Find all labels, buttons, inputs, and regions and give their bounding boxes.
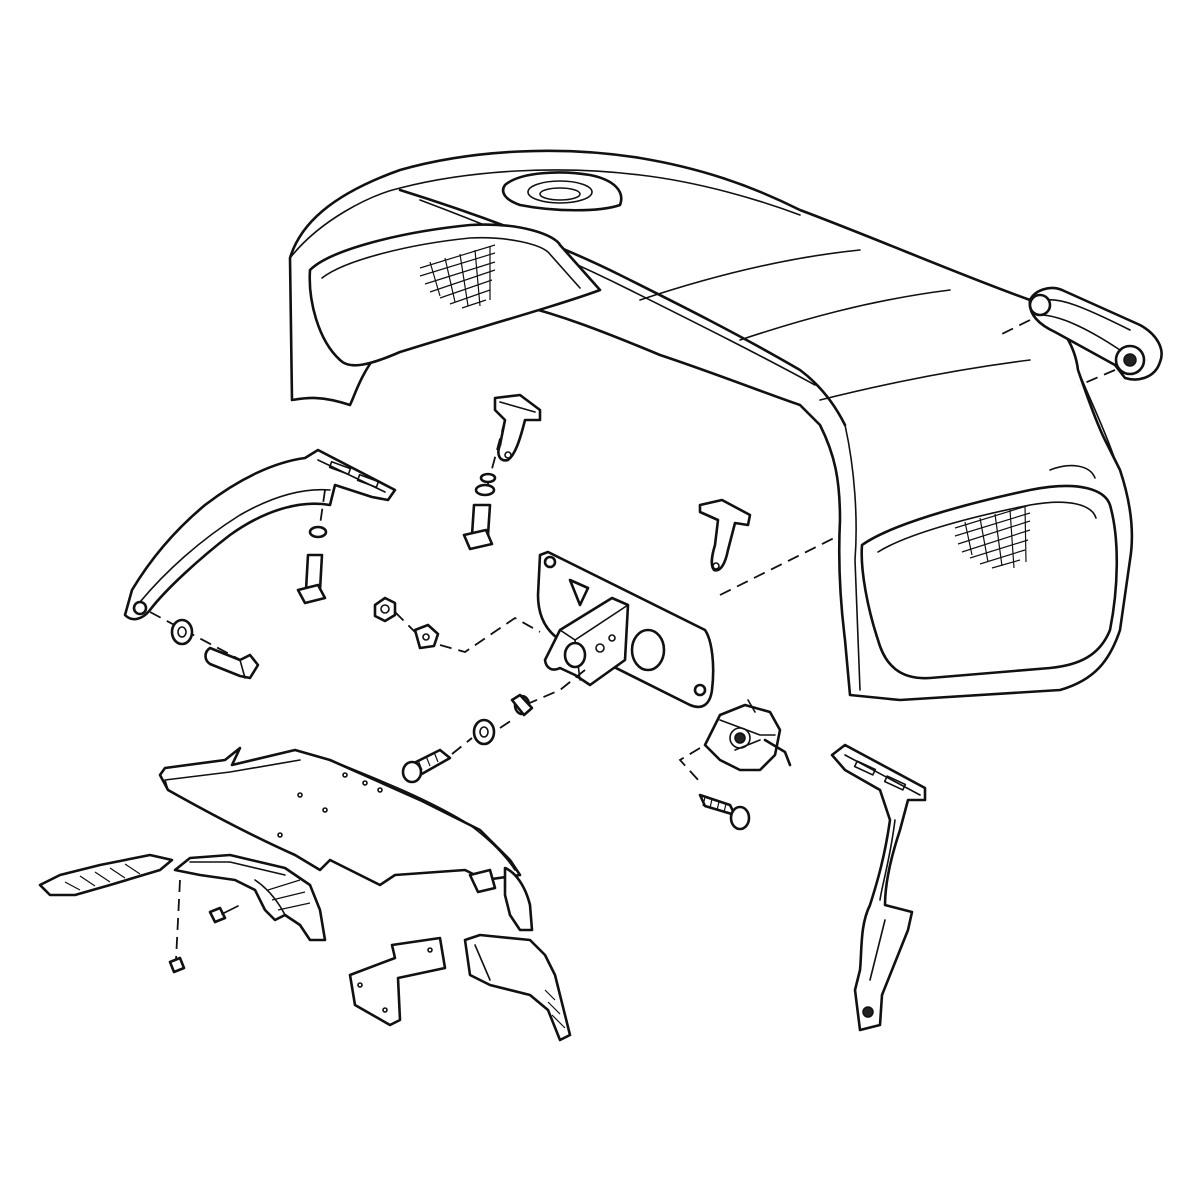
latch-plate [536, 550, 715, 709]
handle-leader-bottom [1079, 369, 1116, 386]
center-fender-piece [173, 853, 327, 942]
right-grille [954, 504, 1031, 569]
right-support-bracket [830, 743, 927, 1032]
lower-cover-plate [348, 936, 447, 1027]
handle-leader-top [999, 319, 1031, 336]
left-bracket-fasteners [149, 489, 328, 680]
left-grille [419, 244, 496, 309]
lower-bolts [401, 693, 534, 784]
small-clip-bracket [698, 498, 752, 572]
lower-panel [158, 746, 534, 932]
hood-cover [288, 149, 1134, 702]
latch-leader-to-hood [719, 534, 841, 596]
latch-screw [698, 793, 751, 831]
lower-side-panel [463, 933, 572, 1042]
left-support-bracket [123, 448, 397, 621]
latch-mechanism [678, 699, 792, 783]
grab-handle [1028, 286, 1163, 381]
fender-screws [168, 879, 239, 974]
left-fender-piece [38, 853, 174, 897]
center-upper-bracket [493, 393, 542, 462]
latch-plate-fasteners [373, 534, 841, 706]
center-upper-fasteners [462, 419, 506, 551]
